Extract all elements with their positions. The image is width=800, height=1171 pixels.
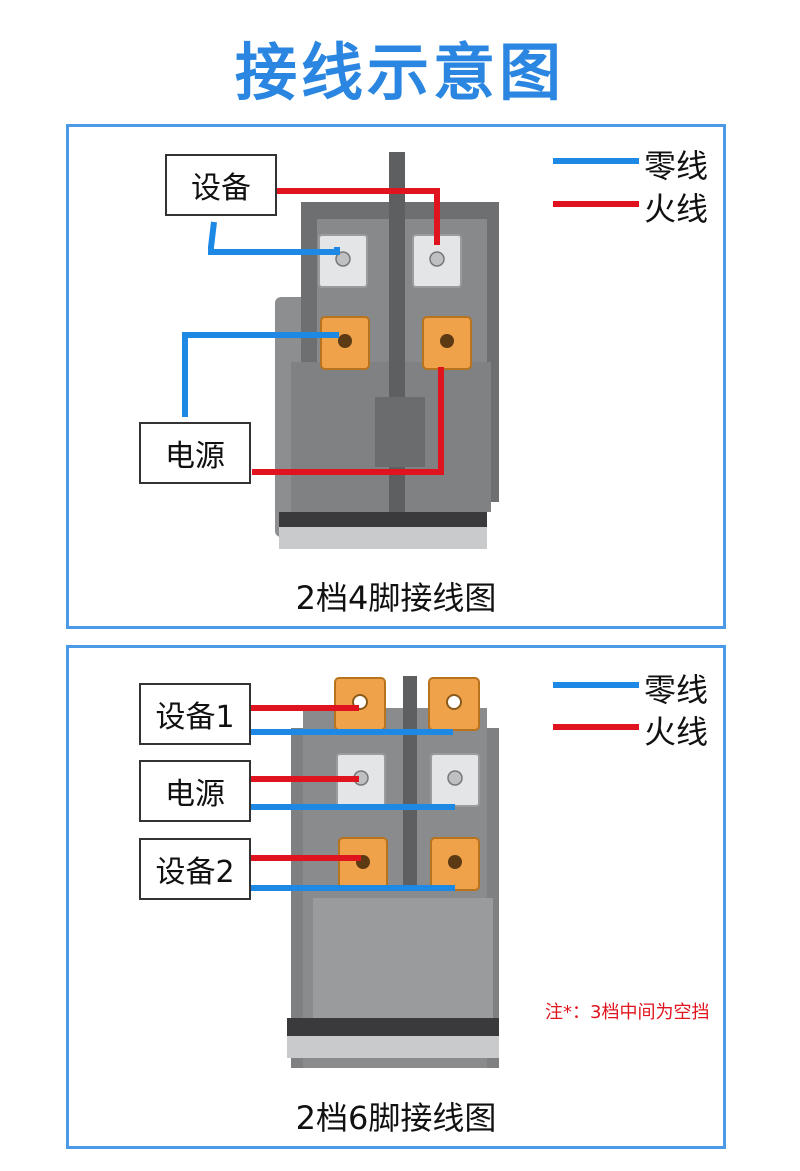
neutral-legend-line-6pin [553, 682, 639, 688]
power-label-box-6pin: 电源 [139, 760, 251, 822]
device2-label: 设备2 [155, 855, 235, 890]
power-label-6pin: 电源 [165, 777, 225, 812]
panel-4pin-caption: 2档4脚接线图 [295, 579, 497, 617]
panel-6pin-caption: 2档6脚接线图 [295, 1099, 497, 1137]
power-label: 电源 [165, 439, 225, 474]
live-legend-line-6pin [553, 724, 639, 730]
panel-6pin: 设备1 电源 设备2 零线 火线 注*：3档中间为空挡 2档6脚接线图 [66, 645, 726, 1149]
neutral-legend-label: 零线 [644, 147, 709, 185]
panel-4pin: 设备 电源 零线 火线 2档4脚接线图 [66, 124, 726, 629]
live-legend-line [553, 201, 639, 207]
neutral-legend-line [553, 158, 639, 164]
device2-label-box: 设备2 [139, 838, 251, 900]
page-title: 接线示意图 [234, 36, 565, 109]
live-legend-label-6pin: 火线 [644, 713, 709, 751]
power-label-box: 电源 [139, 422, 251, 484]
switch-6pin-illustration [250, 676, 499, 1068]
neutral-position-note: 注*：3档中间为空挡 [545, 1002, 710, 1023]
device1-label: 设备1 [155, 700, 235, 735]
device-label-box: 设备 [165, 154, 277, 216]
switch-4pin-illustration [182, 152, 499, 549]
neutral-legend-label-6pin: 零线 [644, 671, 709, 709]
live-legend-label: 火线 [644, 190, 709, 228]
device1-label-box: 设备1 [139, 683, 251, 745]
device-label: 设备 [191, 171, 251, 206]
